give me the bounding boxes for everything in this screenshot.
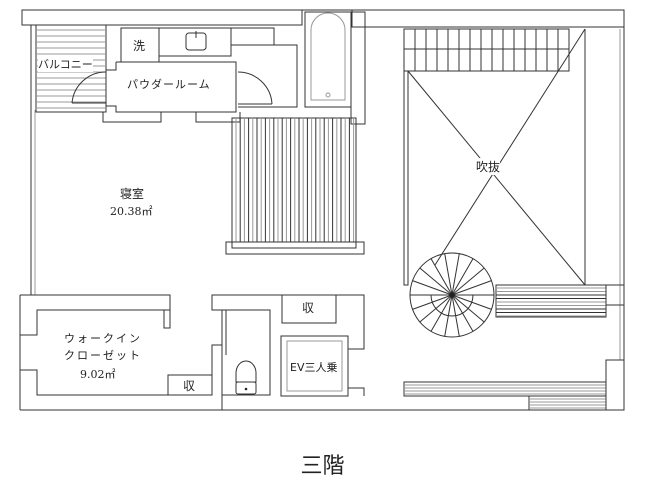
balcony (35, 24, 107, 113)
exterior-walls (19, 9, 625, 411)
powder-room-label: パウダールーム (127, 78, 211, 91)
toilet-icon (235, 360, 257, 395)
void-label: 吹抜 (476, 158, 501, 175)
walk-in-closet (20, 294, 364, 410)
void-area (403, 28, 586, 286)
elevator-label: EV三人乗 (290, 361, 338, 374)
closet-label-2: クローゼット (64, 349, 142, 362)
balcony-label: バルコニー (38, 56, 93, 72)
stair-band-right (403, 284, 625, 411)
closet-label-1: ウォークイン (64, 332, 142, 345)
bedroom-area: 20.38㎡ (110, 205, 153, 218)
bathtub (304, 11, 366, 125)
elevator-shaft (280, 294, 365, 397)
floor-title: 三階 (300, 454, 345, 479)
wash-label: 洗 (133, 39, 146, 53)
bedroom-label: 寝室 (120, 187, 145, 201)
powder-room (102, 27, 298, 123)
central-stair (225, 117, 365, 255)
spiral-stair (409, 252, 495, 338)
closet-area: 9.02㎡ (80, 368, 116, 381)
storage-label-closet: 収 (183, 379, 196, 393)
storage-label-hall: 収 (302, 301, 315, 315)
